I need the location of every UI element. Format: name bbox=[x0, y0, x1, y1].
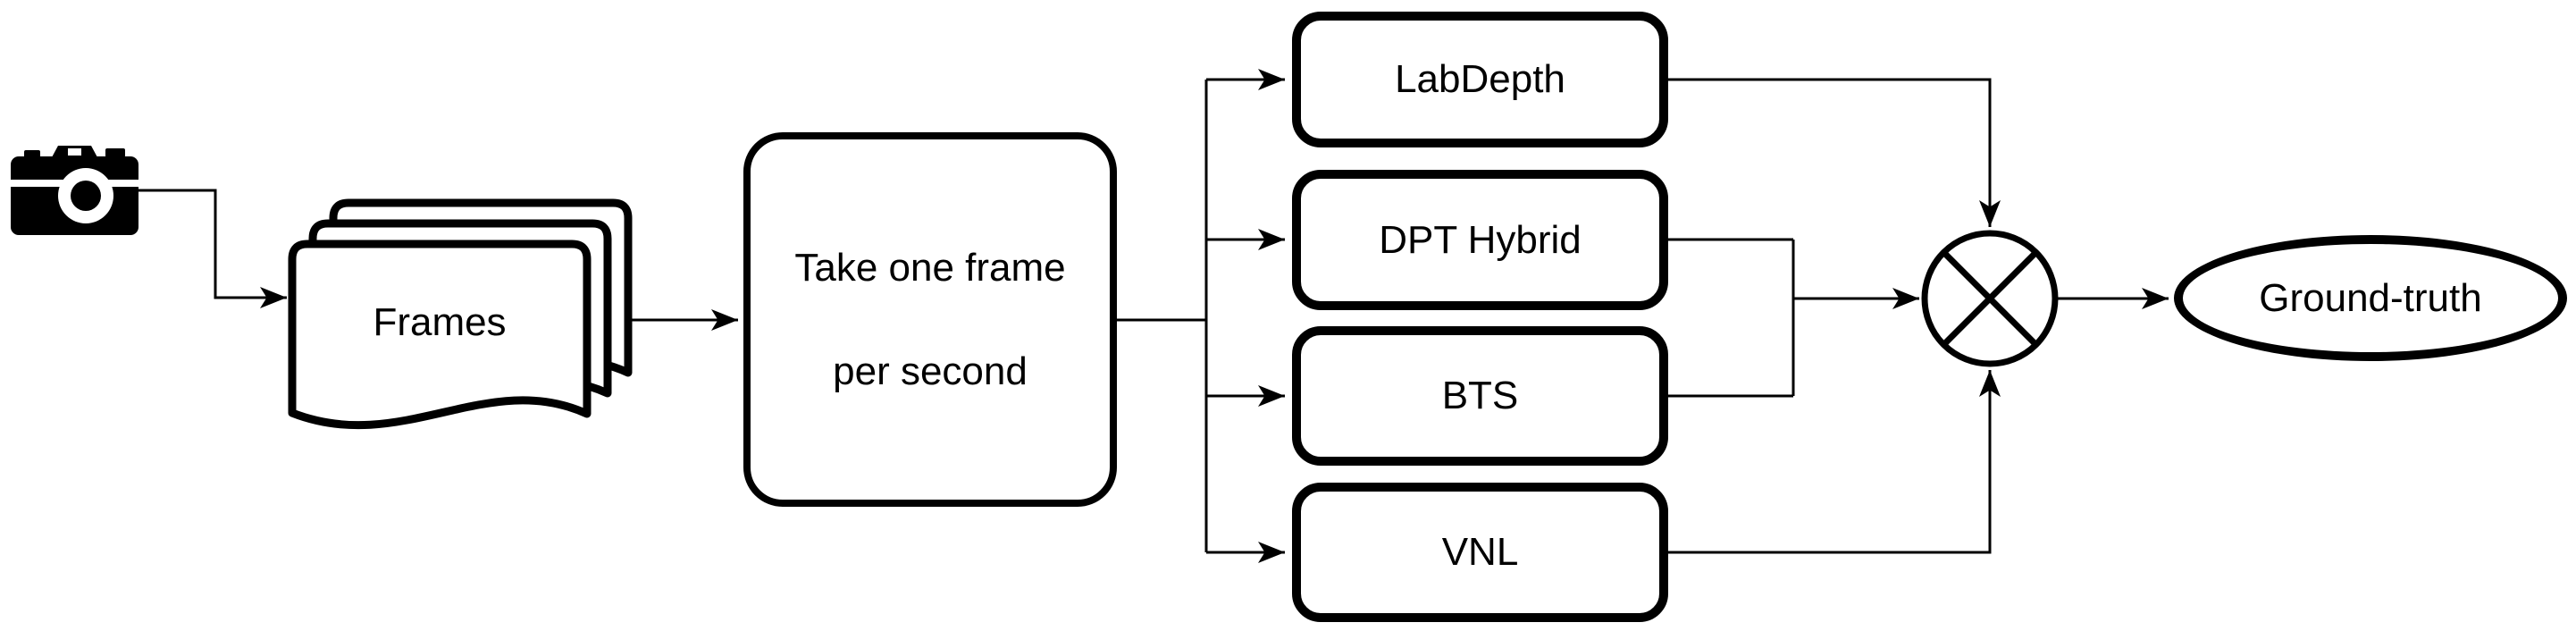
connector-camera-to-frames bbox=[138, 189, 287, 308]
sampler-node: Take one frame per second bbox=[743, 132, 1117, 507]
camera-icon bbox=[11, 146, 138, 235]
connector-vnl-to-merge bbox=[1668, 370, 2001, 554]
model-node-labdepth: LabDepth bbox=[1292, 12, 1668, 147]
model-node-bts: BTS bbox=[1292, 326, 1668, 466]
frames-node-label: Frames bbox=[373, 299, 507, 344]
circle-multiply-icon bbox=[1921, 230, 2059, 367]
sampler-node-label: Take one frame per second bbox=[794, 190, 1065, 450]
sampler-label-line2: per second bbox=[833, 349, 1028, 393]
model-dpt-hybrid-label: DPT Hybrid bbox=[1379, 217, 1582, 262]
connectors bbox=[138, 69, 2169, 563]
sampler-label-line1: Take one frame bbox=[794, 245, 1066, 290]
model-labdepth-label: LabDepth bbox=[1395, 57, 1565, 101]
frames-multidocument-shape bbox=[288, 198, 633, 430]
ground-truth-label: Ground-truth bbox=[2259, 275, 2482, 320]
model-node-dpt-hybrid: DPT Hybrid bbox=[1292, 170, 1668, 310]
frames-sheet-front bbox=[288, 240, 592, 430]
model-node-vnl: VNL bbox=[1292, 483, 1668, 622]
ground-truth-node: Ground-truth bbox=[2174, 235, 2567, 361]
model-vnl-label: VNL bbox=[1441, 530, 1519, 574]
model-bts-label: BTS bbox=[1441, 374, 1519, 417]
connector-labdepth-to-merge bbox=[1668, 78, 2001, 227]
